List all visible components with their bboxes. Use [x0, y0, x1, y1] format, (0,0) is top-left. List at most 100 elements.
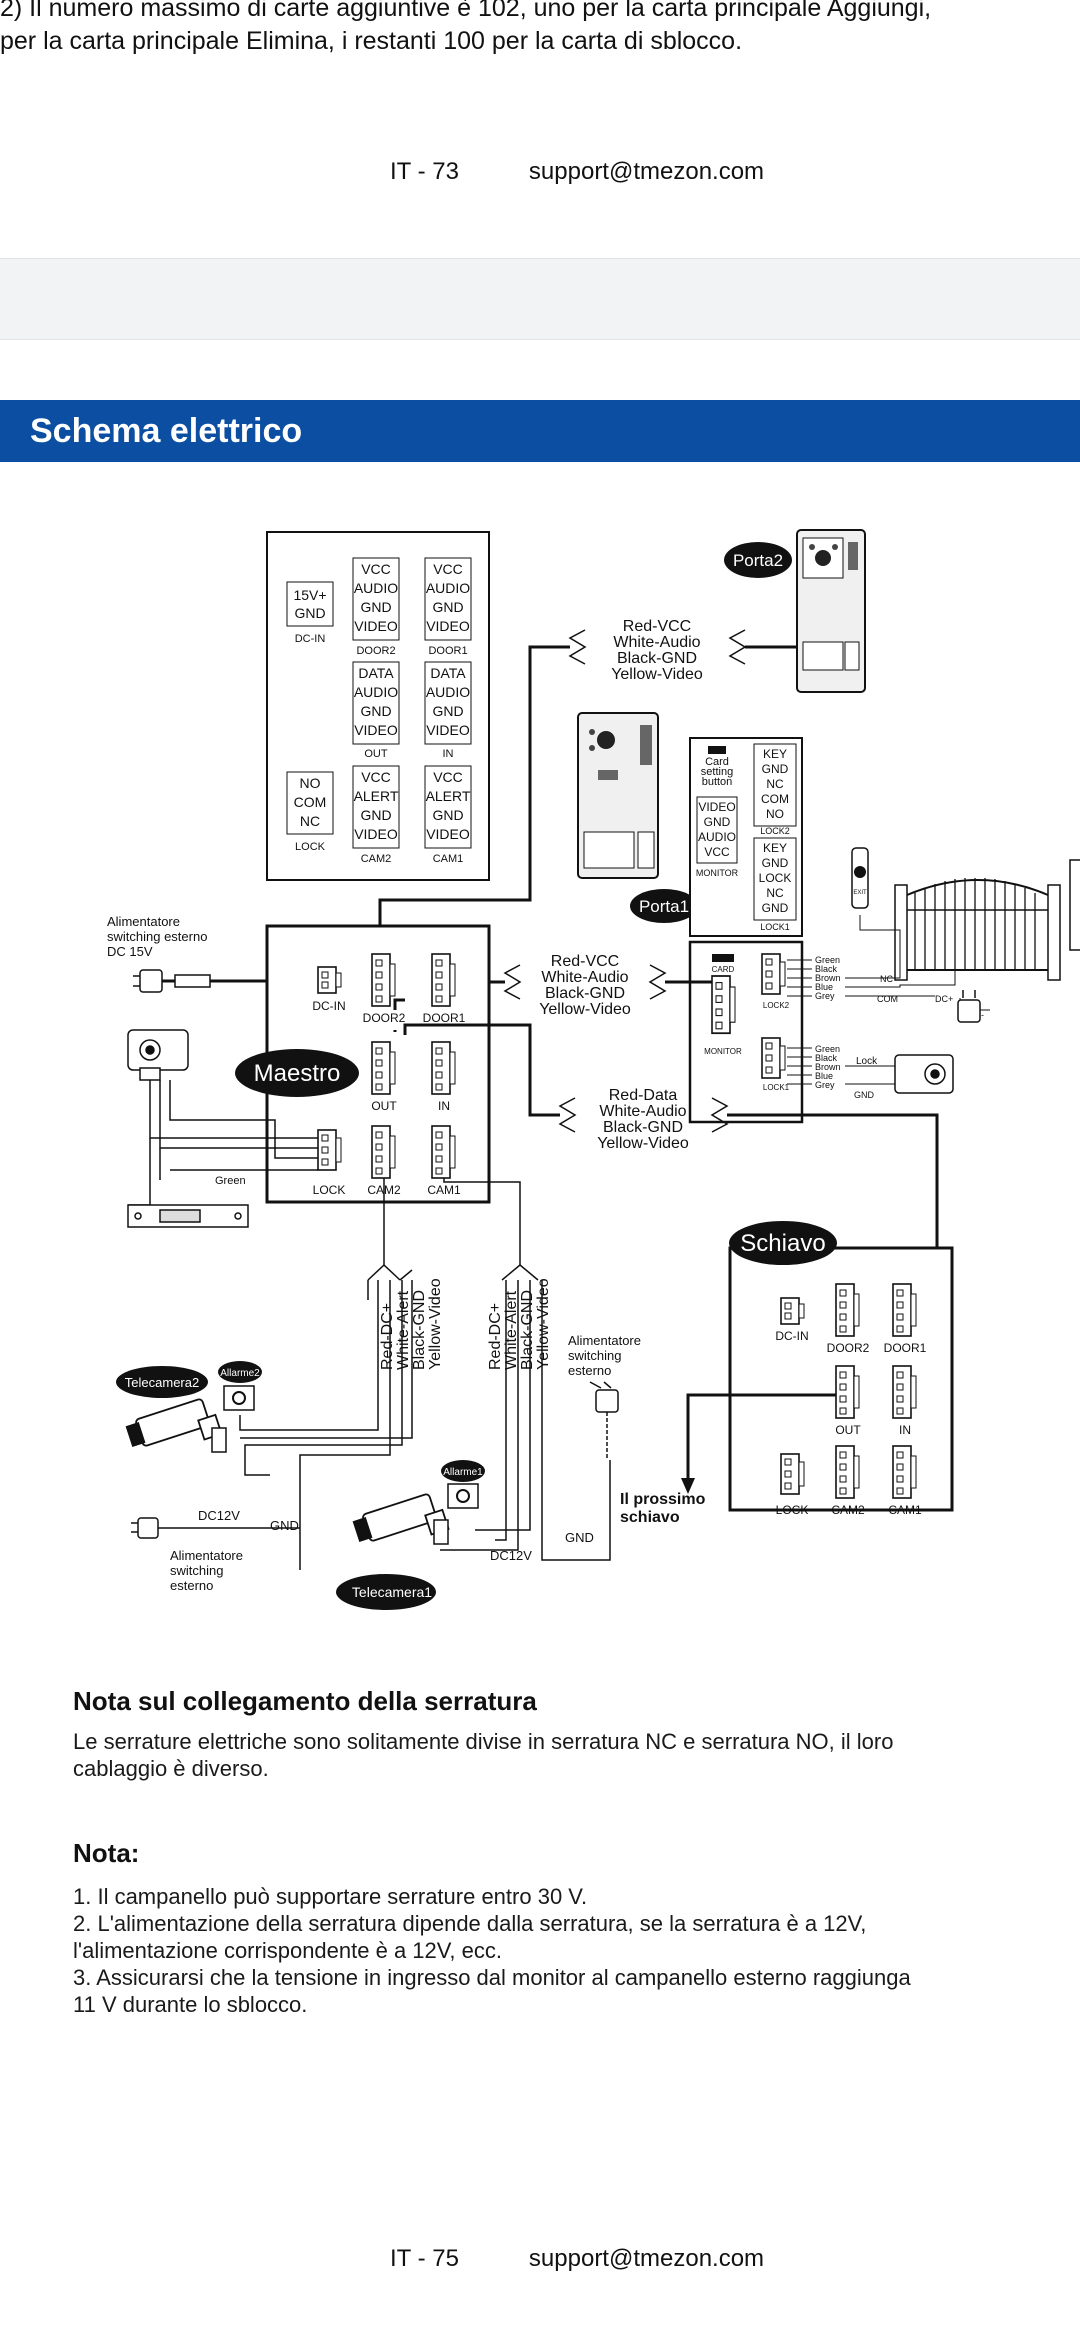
schiavo-port-labels: DC-IN DOOR2 DOOR1 OUT IN LOCK CAM2 CAM1 [775, 1329, 926, 1517]
porta2-label: Porta2 [733, 551, 783, 570]
porta1-label: Porta1 [639, 897, 689, 916]
note-item-2-cont: l'alimentazione corrispondente è a 12V, … [73, 1938, 502, 1963]
svg-text:Black-GND: Black-GND [519, 1290, 536, 1370]
svg-text:White-Alert: White-Alert [503, 1290, 520, 1370]
page-number: IT - 75 [390, 2245, 459, 2272]
door1-wire-labels: Red-VCC White-Audio Black-GND Yellow-Vid… [539, 953, 631, 1018]
exit-button: EXIT [851, 847, 869, 909]
svg-text:DC+: DC+ [935, 994, 953, 1004]
svg-text:KEY: KEY [763, 841, 787, 855]
svg-text:GND: GND [762, 762, 789, 776]
svg-text:LOCK: LOCK [759, 871, 792, 885]
support-email[interactable]: support@tmezon.com [528, 2245, 765, 2272]
svg-text:AUDIO: AUDIO [698, 830, 736, 844]
svg-text:schiavo: schiavo [620, 1509, 680, 1526]
data-wire-labels: Red-Data White-Audio Black-GND Yellow-Vi… [597, 1087, 689, 1152]
svg-text:KEY: KEY [763, 747, 787, 761]
svg-text:GND: GND [432, 599, 463, 615]
svg-text:DATA: DATA [430, 665, 466, 681]
cam-power-left-plug [131, 1517, 300, 1539]
gnd-left: GND [270, 1518, 299, 1533]
svg-text:LOCK: LOCK [313, 1183, 346, 1197]
svg-text:VIDEO: VIDEO [698, 800, 735, 814]
svg-text:Yellow-Video: Yellow-Video [597, 1135, 689, 1152]
page-number: IT - 73 [390, 158, 459, 185]
svg-text:Blue: Blue [815, 1071, 833, 1081]
cam-power-right-label: Alimentatore switching esterno [568, 1333, 641, 1378]
svg-text:VIDEO: VIDEO [354, 826, 398, 842]
svg-text:Green: Green [815, 1044, 840, 1054]
svg-text:COM: COM [877, 994, 898, 1004]
note-item-2: 2. L'alimentazione della serratura dipen… [73, 1911, 867, 1936]
monitor-legend-labels: 15V+ GND DC-IN VCC AUDIO GND VIDEO DOOR2… [286, 557, 472, 865]
svg-text:Card: Card [705, 756, 729, 768]
svg-text:Green: Green [815, 955, 840, 965]
door2-wire-labels: Red-VCC White-Audio Black-GND Yellow-Vid… [611, 618, 703, 683]
svg-text:LOCK1: LOCK1 [760, 922, 790, 932]
porta2-doorbell: Porta2 [724, 529, 866, 693]
cam-power-left-label: Alimentatore switching esterno [170, 1548, 243, 1593]
previous-page-line-2: per la carta principale Elimina, i resta… [0, 27, 743, 55]
legend-dcin-gnd: GND [294, 605, 325, 621]
cam-power-right-plug [589, 1381, 619, 1460]
porta1-doorbell: Porta1 [577, 712, 698, 923]
svg-text:Grey: Grey [815, 991, 835, 1001]
svg-text:IN: IN [438, 1099, 450, 1113]
svg-text:Lock: Lock [856, 1056, 878, 1067]
legend-in: IN [443, 748, 454, 760]
legend-door2: DOOR2 [356, 645, 395, 657]
svg-text:DC-IN: DC-IN [312, 999, 345, 1013]
svg-text:GND: GND [432, 807, 463, 823]
svg-text:Yellow-Video: Yellow-Video [539, 1001, 631, 1018]
svg-text:LOCK1: LOCK1 [763, 1083, 790, 1092]
support-email[interactable]: support@tmezon.com [528, 158, 765, 185]
svg-text:LOCK2: LOCK2 [763, 1001, 790, 1010]
svg-text:Il prossimo: Il prossimo [620, 1491, 706, 1508]
page-footer-bottom: IT - 75 support@tmezon.com [390, 2245, 764, 2273]
svg-text:VCC: VCC [433, 561, 463, 577]
svg-text:NC: NC [766, 777, 784, 791]
svg-text:VIDEO: VIDEO [426, 618, 470, 634]
camera1-icon: Telecamera1 Allarme1 [336, 1460, 485, 1610]
lock-note-title: Nota sul collegamento della serratura [73, 1686, 537, 1716]
svg-text:Allarme1: Allarme1 [443, 1467, 483, 1478]
svg-text:Yellow-Video: Yellow-Video [535, 1278, 552, 1370]
svg-text:AUDIO: AUDIO [426, 580, 470, 596]
svg-text:GND: GND [704, 815, 731, 829]
legend-dcin: DC-IN [295, 633, 326, 645]
legend-dcin-v: 15V+ [293, 587, 326, 603]
svg-text:NO: NO [766, 807, 784, 821]
maglock-icon [127, 1204, 249, 1228]
svg-text:GND: GND [762, 856, 789, 870]
svg-text:switching esterno: switching esterno [107, 929, 207, 944]
svg-text:switching: switching [170, 1563, 223, 1578]
svg-text:Alimentatore: Alimentatore [107, 914, 180, 929]
green-wire-label: Green [215, 1175, 246, 1187]
svg-text:VCC: VCC [704, 845, 730, 859]
lock-device-icon [127, 1029, 189, 1081]
svg-text:setting: setting [701, 766, 733, 778]
svg-text:Telecamera2: Telecamera2 [125, 1375, 199, 1390]
svg-text:DOOR1: DOOR1 [884, 1341, 927, 1355]
svg-text:LOCK2: LOCK2 [760, 826, 790, 836]
svg-text:IN: IN [899, 1423, 911, 1437]
svg-text:GND: GND [360, 703, 391, 719]
dc12v-right: DC12V [490, 1548, 532, 1563]
svg-text:Grey: Grey [815, 1080, 835, 1090]
svg-text:VIDEO: VIDEO [354, 618, 398, 634]
svg-text:Black-GND: Black-GND [411, 1290, 428, 1370]
svg-text:DC-IN: DC-IN [775, 1329, 808, 1343]
note-list: 1. Il campanello può supportare serratur… [73, 1883, 1073, 2018]
svg-text:Yellow-Video: Yellow-Video [611, 666, 703, 683]
svg-text:OUT: OUT [371, 1099, 397, 1113]
svg-text:Brown: Brown [815, 973, 841, 983]
gnd-right: GND [565, 1530, 594, 1545]
cam1-wire-labels: Red-DC+ White-Alert Black-GND Yellow-Vid… [487, 1278, 552, 1370]
svg-text:Alimentatore: Alimentatore [568, 1333, 641, 1348]
svg-text:VIDEO: VIDEO [426, 722, 470, 738]
wiring-diagram: 15V+ GND DC-IN VCC AUDIO GND VIDEO DOOR2… [0, 470, 1080, 1630]
svg-text:White-Audio: White-Audio [599, 1103, 686, 1120]
outdoor-legend-labels: Card setting button VIDEO GND AUDIO VCC … [696, 743, 797, 932]
lock-note-line-2: cablaggio è diverso. [73, 1756, 269, 1781]
svg-text:Telecamera1: Telecamera1 [352, 1584, 432, 1600]
